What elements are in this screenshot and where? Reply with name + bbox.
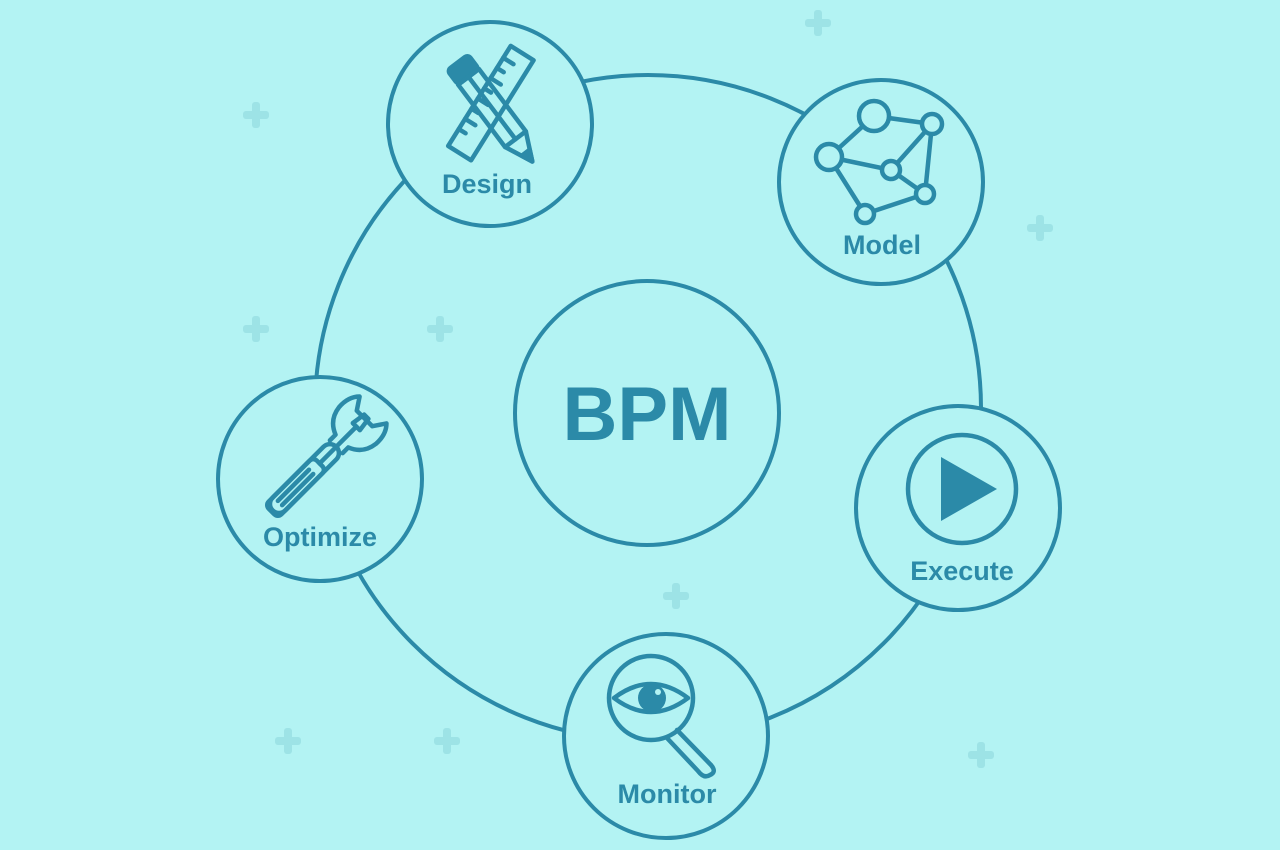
plus-mark-icon bbox=[434, 728, 460, 754]
wrench-screwdriver-icon bbox=[264, 394, 389, 519]
stage-node-model: Model bbox=[777, 78, 985, 286]
plus-mark-icon bbox=[243, 102, 269, 128]
plus-mark-icon bbox=[275, 728, 301, 754]
pencil-ruler-icon bbox=[445, 43, 536, 164]
plus-mark-icon bbox=[968, 742, 994, 768]
stage-label: Model bbox=[843, 230, 921, 260]
play-icon bbox=[905, 432, 1019, 546]
center-node: BPM bbox=[513, 279, 781, 547]
center-circle bbox=[513, 279, 781, 547]
plus-mark-icon bbox=[427, 316, 453, 342]
stage-node-optimize: Optimize bbox=[216, 375, 424, 583]
plus-mark-icon bbox=[1027, 215, 1053, 241]
stage-node-design: Design bbox=[386, 20, 594, 228]
magnifier-eye-icon bbox=[606, 653, 716, 779]
plus-mark-icon bbox=[663, 583, 689, 609]
decorative-plus-marks bbox=[243, 10, 1053, 768]
stage-node-monitor: Monitor bbox=[562, 632, 770, 840]
plus-mark-icon bbox=[805, 10, 831, 36]
plus-mark-icon bbox=[243, 316, 269, 342]
stage-label: Optimize bbox=[263, 522, 377, 552]
stage-label: Design bbox=[442, 169, 532, 199]
stage-node-execute: Execute bbox=[854, 404, 1062, 612]
network-graph-icon bbox=[813, 98, 945, 226]
center-label: BPM bbox=[563, 372, 732, 457]
stage-label: Monitor bbox=[618, 779, 717, 809]
stage-label: Execute bbox=[910, 556, 1014, 586]
